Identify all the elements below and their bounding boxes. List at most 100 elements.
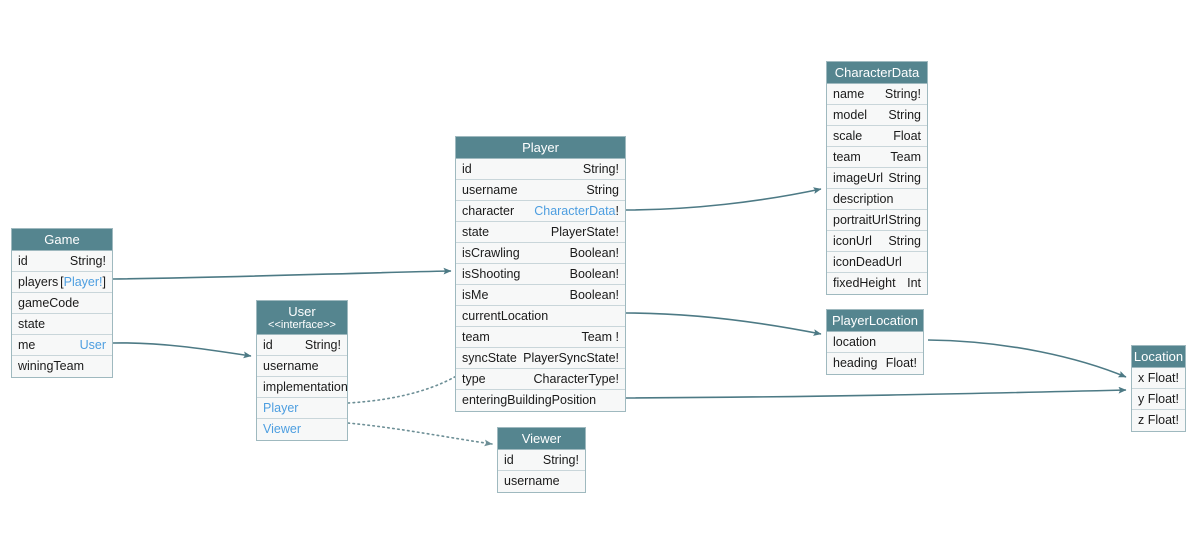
field-name: state	[18, 317, 46, 331]
field-name: isMe	[462, 288, 489, 302]
field-row: state PlayerState!	[456, 222, 625, 243]
field-type: String	[888, 213, 921, 227]
field-name: id	[504, 453, 514, 467]
field-name: description	[833, 192, 894, 206]
field-row: heading Float!	[827, 353, 923, 374]
edge-game-players-to-player	[112, 267, 452, 280]
field-row: me User	[12, 335, 112, 356]
edge-player-currentlocation-to-playerlocation	[625, 312, 822, 336]
entity-game[interactable]: Game id String! players [Player!] gameCo…	[11, 228, 113, 378]
field-type: Float!	[885, 356, 917, 370]
field-name: x	[1138, 371, 1145, 385]
entity-user-name: User	[288, 304, 316, 319]
field-name: gameCode	[18, 296, 80, 310]
field-name: isShooting	[462, 267, 521, 281]
entity-user-stereotype: <<interface>>	[268, 319, 336, 331]
field-name: username	[504, 474, 560, 488]
entity-game-title: Game	[12, 229, 112, 251]
field-row: id String!	[257, 335, 347, 356]
field-type: Int	[907, 276, 921, 290]
field-name: scale	[833, 129, 863, 143]
field-name: portraitUrl	[833, 213, 888, 227]
entity-location-title: Location	[1132, 346, 1185, 368]
field-type: Float!	[1147, 413, 1179, 427]
field-name: isCrawling	[462, 246, 520, 260]
field-type: String	[888, 108, 921, 122]
entity-location[interactable]: Location x Float! y Float! z Float!	[1131, 345, 1186, 432]
field-type: Boolean!	[569, 267, 619, 281]
field-name: team	[833, 150, 861, 164]
field-row: portraitUrl String	[827, 210, 927, 231]
field-row: id String!	[456, 159, 625, 180]
field-row: team Team	[827, 147, 927, 168]
field-row: syncState PlayerSyncState!	[456, 348, 625, 369]
field-name: syncState	[462, 351, 517, 365]
field-name: z	[1138, 413, 1145, 427]
field-name: username	[462, 183, 518, 197]
field-row: character CharacterData!	[456, 201, 625, 222]
field-row: team Team !	[456, 327, 625, 348]
field-row: location Location!	[827, 332, 923, 353]
entity-player-location[interactable]: PlayerLocation location Location! headin…	[826, 309, 924, 375]
entity-viewer[interactable]: Viewer id String! username String	[497, 427, 586, 493]
field-type: String!	[582, 162, 619, 176]
field-row: fixedHeight Int	[827, 273, 927, 294]
edge-playerlocation-location-to-location	[927, 339, 1127, 378]
field-type: String	[546, 491, 579, 492]
entity-player-location-title: PlayerLocation	[827, 310, 923, 332]
field-type[interactable]: CharacterData!	[534, 204, 619, 218]
field-row: x Float!	[1132, 368, 1185, 389]
field-row: state GameState!	[12, 314, 112, 335]
field-name: character	[462, 204, 515, 218]
field-type: Float	[893, 129, 921, 143]
field-name: imageUrl	[833, 171, 884, 185]
edge-user-player-impl	[347, 369, 467, 404]
field-type[interactable]: Location	[572, 410, 619, 411]
field-type: String!	[304, 338, 341, 352]
implementations-label: implementations	[257, 377, 347, 398]
field-name: iconDeadUrl	[833, 255, 902, 269]
field-name: id	[462, 162, 472, 176]
implementation-viewer[interactable]: Viewer	[257, 419, 347, 440]
field-name: username	[263, 359, 319, 373]
field-name: me	[18, 338, 36, 352]
field-row: name String!	[827, 84, 927, 105]
field-row: id String!	[498, 450, 585, 471]
field-type: String!	[69, 254, 106, 268]
field-type: PlayerSyncState!	[523, 351, 619, 365]
field-type: String	[888, 234, 921, 248]
field-type[interactable]: User	[79, 338, 106, 352]
field-type: Team	[75, 376, 106, 377]
field-row: username String	[257, 356, 347, 377]
field-row: description String	[827, 189, 927, 210]
field-name: winingTeam	[18, 359, 85, 373]
entity-character-data-title: CharacterData	[827, 62, 927, 84]
field-name: team	[462, 330, 490, 344]
field-row: z Float!	[1132, 410, 1185, 431]
implementation-name[interactable]: Player	[263, 401, 299, 415]
entity-player-title: Player	[456, 137, 625, 159]
field-row: isCrawling Boolean!	[456, 243, 625, 264]
implementation-player[interactable]: Player	[257, 398, 347, 419]
field-type[interactable]: [Player!]	[60, 275, 106, 289]
field-name: currentLocation	[462, 309, 549, 323]
field-row: gameCode String!	[12, 293, 112, 314]
field-row: isMe Boolean!	[456, 285, 625, 306]
entity-character-data[interactable]: CharacterData name String! model String …	[826, 61, 928, 295]
field-type: Float!	[1147, 371, 1179, 385]
entity-user[interactable]: User <<interface>> id String! username S…	[256, 300, 348, 441]
implementation-name[interactable]: Viewer	[263, 422, 301, 436]
field-type: Team !	[581, 330, 619, 344]
field-type: String!	[542, 453, 579, 467]
non-null-marker: !	[615, 204, 619, 218]
field-type: Boolean!	[569, 288, 619, 302]
entity-player[interactable]: Player id String! username String charac…	[455, 136, 626, 412]
field-row: imageUrl String	[827, 168, 927, 189]
list-bracket-close: ]	[102, 275, 106, 289]
field-type: String!	[884, 87, 921, 101]
field-row: model String	[827, 105, 927, 126]
field-name: model	[833, 108, 868, 122]
list-bracket-open: [	[60, 275, 64, 289]
field-row: enteringBuildingPosition Location	[456, 390, 625, 411]
